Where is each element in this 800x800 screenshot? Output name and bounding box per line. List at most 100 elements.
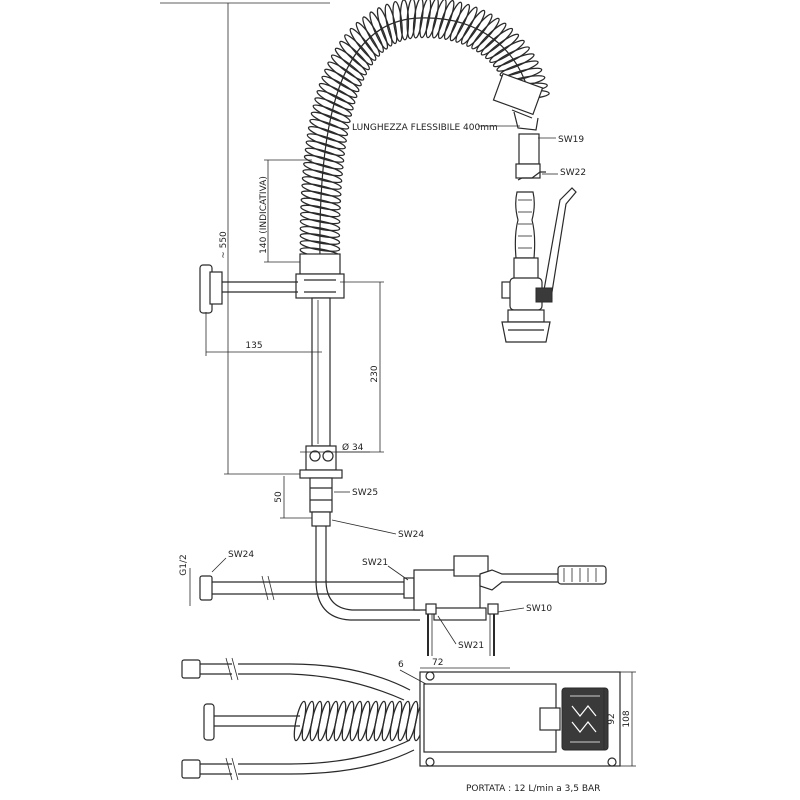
coil-turn	[300, 204, 341, 218]
inlet-thread-label: G1/2	[179, 554, 189, 575]
coil-turn	[305, 140, 346, 157]
coil-turn	[476, 22, 507, 53]
coil-turn	[299, 211, 341, 225]
plan-coil-turn	[325, 700, 339, 742]
coil-turn	[301, 176, 342, 190]
coil-turn	[339, 40, 371, 71]
plan-coil-turn	[309, 700, 323, 742]
sw24-pipe-label: SW24	[398, 530, 424, 540]
coil-turn	[312, 104, 351, 124]
sw22-callout: SW22	[542, 168, 586, 178]
plan-coil-turn	[333, 700, 347, 742]
sw21-bottom-label: SW21	[458, 641, 484, 651]
coil-turn	[307, 126, 347, 143]
sw19-callout: SW19	[538, 135, 584, 145]
coil-turn	[455, 6, 478, 43]
sw21-bottom-callout: SW21	[437, 615, 484, 651]
coil-turn	[318, 82, 356, 105]
coil-turn	[327, 61, 362, 87]
coil-turn	[431, 0, 447, 39]
wall-bracket	[199, 264, 298, 314]
base-height-dimension: 50	[274, 476, 312, 519]
pedal-offset-dimension: 6	[398, 660, 427, 685]
coil-turn	[496, 53, 535, 72]
coil-turn	[443, 1, 463, 40]
plan-coil-turn	[317, 700, 331, 742]
coil-turn	[303, 154, 344, 170]
sw21-top-label: SW21	[362, 558, 388, 568]
plan-coil-turn	[405, 700, 419, 742]
coil-turn	[485, 33, 520, 60]
coil-turn	[300, 197, 341, 211]
coil-turn	[310, 111, 350, 130]
flow-rate-label: PORTATA : 12 L/min a 3,5 BAR	[466, 784, 600, 794]
inlet-thread-dimension: G1/2	[179, 554, 191, 606]
arm-reach-label: 135	[245, 341, 262, 351]
plan-coil-turn	[357, 700, 371, 742]
plan-coil-turn	[365, 700, 379, 742]
coil-turn	[412, 0, 424, 39]
diameter-dimension: Ø 34	[300, 442, 370, 453]
plan-coil-turn	[349, 700, 363, 742]
coil-turn	[449, 3, 471, 42]
coil-turn	[299, 233, 341, 245]
coil-turn	[299, 240, 341, 252]
plan-coil-turn	[373, 700, 387, 742]
spring-coil	[299, 0, 550, 266]
coil-turn	[425, 0, 439, 39]
valve-side-view	[199, 526, 607, 656]
coil-turn	[499, 60, 539, 77]
coil-turn	[489, 39, 525, 64]
sw24-inlet-label: SW24	[228, 550, 254, 560]
coil-turn	[330, 54, 365, 81]
coil-turn	[324, 68, 360, 93]
coil-turn	[384, 3, 398, 45]
column-height-dimension: 230	[336, 281, 384, 453]
diameter-label: Ø 34	[342, 442, 364, 453]
pedal-offset-label: 6	[398, 660, 404, 670]
coil-turn	[406, 0, 417, 40]
plan-coil-turn	[381, 700, 395, 742]
coil-turn	[303, 161, 343, 177]
coil-turn	[392, 0, 403, 43]
coil-turn	[299, 218, 341, 232]
coil-turn	[301, 183, 342, 197]
arm-reach-dimension: 135	[205, 312, 322, 356]
plan-coil-turn	[341, 700, 355, 742]
overall-height-label: ~ 550	[219, 231, 229, 259]
coil-turn	[369, 11, 389, 50]
coil-turn	[316, 90, 354, 111]
plan-coil-turn	[293, 700, 307, 742]
indicative-dimension: 140 (INDICATIVA)	[259, 159, 312, 263]
coil-turn	[492, 46, 530, 68]
sw10-label: SW10	[526, 604, 552, 614]
sw24-pipe-callout: SW24	[331, 519, 424, 540]
pedal-depth-outer-dimension: 108	[620, 671, 636, 767]
coil-turn	[334, 47, 368, 76]
coil-turn	[314, 97, 353, 117]
coil-turn	[399, 0, 410, 41]
coil-turn	[309, 118, 349, 137]
sw25-label: SW25	[352, 488, 378, 498]
coil-turn	[306, 133, 346, 150]
sw10-callout: SW10	[497, 604, 552, 614]
coil-turn	[349, 27, 377, 61]
hose-length-label: LUNGHEZZA FLESSIBILE 400mm	[352, 123, 498, 133]
base-height-label: 50	[274, 491, 284, 503]
spray-head	[492, 72, 577, 343]
sw25-callout: SW25	[334, 488, 378, 498]
coil-turn	[460, 9, 486, 45]
column-height-label: 230	[370, 365, 380, 382]
pedal-depth-inner-dimension: 92	[603, 688, 617, 750]
coil-turn	[355, 21, 381, 57]
plan-coil-turn	[301, 700, 315, 742]
coil-turn	[304, 147, 345, 163]
plan-view	[181, 657, 621, 781]
coil-turn	[480, 27, 514, 56]
indicative-label: 140 (INDICATIVA)	[259, 176, 269, 254]
coil-turn	[419, 0, 432, 39]
coil-turn	[376, 7, 393, 47]
coil-turn	[300, 190, 342, 204]
coil-turn	[344, 34, 374, 66]
